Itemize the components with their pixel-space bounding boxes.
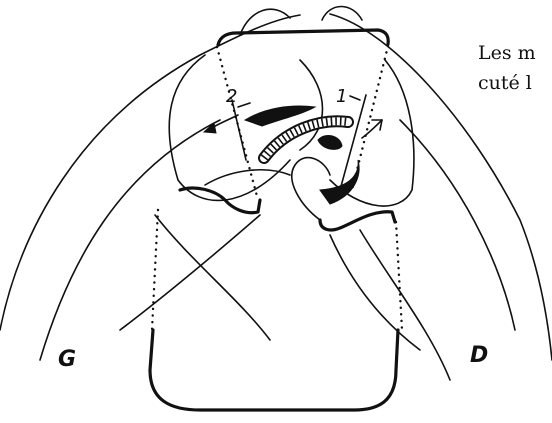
lower-right-body xyxy=(330,230,450,380)
lower-left-body xyxy=(120,215,270,340)
outer-limb-left-inner xyxy=(40,120,220,360)
caption-line-2: cuté l xyxy=(478,68,552,98)
rod-right xyxy=(340,95,366,190)
right-thumb xyxy=(292,158,330,220)
dotted-line-right-lower xyxy=(396,222,402,330)
top-cap xyxy=(218,30,388,45)
arrow-small-left xyxy=(238,103,250,107)
marker-1-label: 1 xyxy=(336,86,347,107)
outer-limb-right-inner xyxy=(400,120,515,330)
right-cuff xyxy=(320,212,395,230)
caption-text: Les m cuté l xyxy=(478,38,552,98)
right-inner-body xyxy=(330,60,414,206)
center-curve xyxy=(300,60,323,150)
bottom-box xyxy=(150,330,398,410)
caption-line-1: Les m xyxy=(478,38,552,68)
dotted-line-left-lower xyxy=(152,210,158,330)
arrow-small-right xyxy=(350,96,360,100)
side-label-left: G xyxy=(58,347,76,372)
side-label-right: D xyxy=(470,343,488,368)
rod-left xyxy=(232,100,246,160)
outer-limb-left xyxy=(0,15,300,330)
arrow-right-curved xyxy=(362,120,382,138)
marker-2-label: 2 xyxy=(226,86,237,107)
left-cuff-inner xyxy=(205,170,290,185)
black-blob-center xyxy=(318,135,342,149)
left-inner-body xyxy=(169,55,290,200)
